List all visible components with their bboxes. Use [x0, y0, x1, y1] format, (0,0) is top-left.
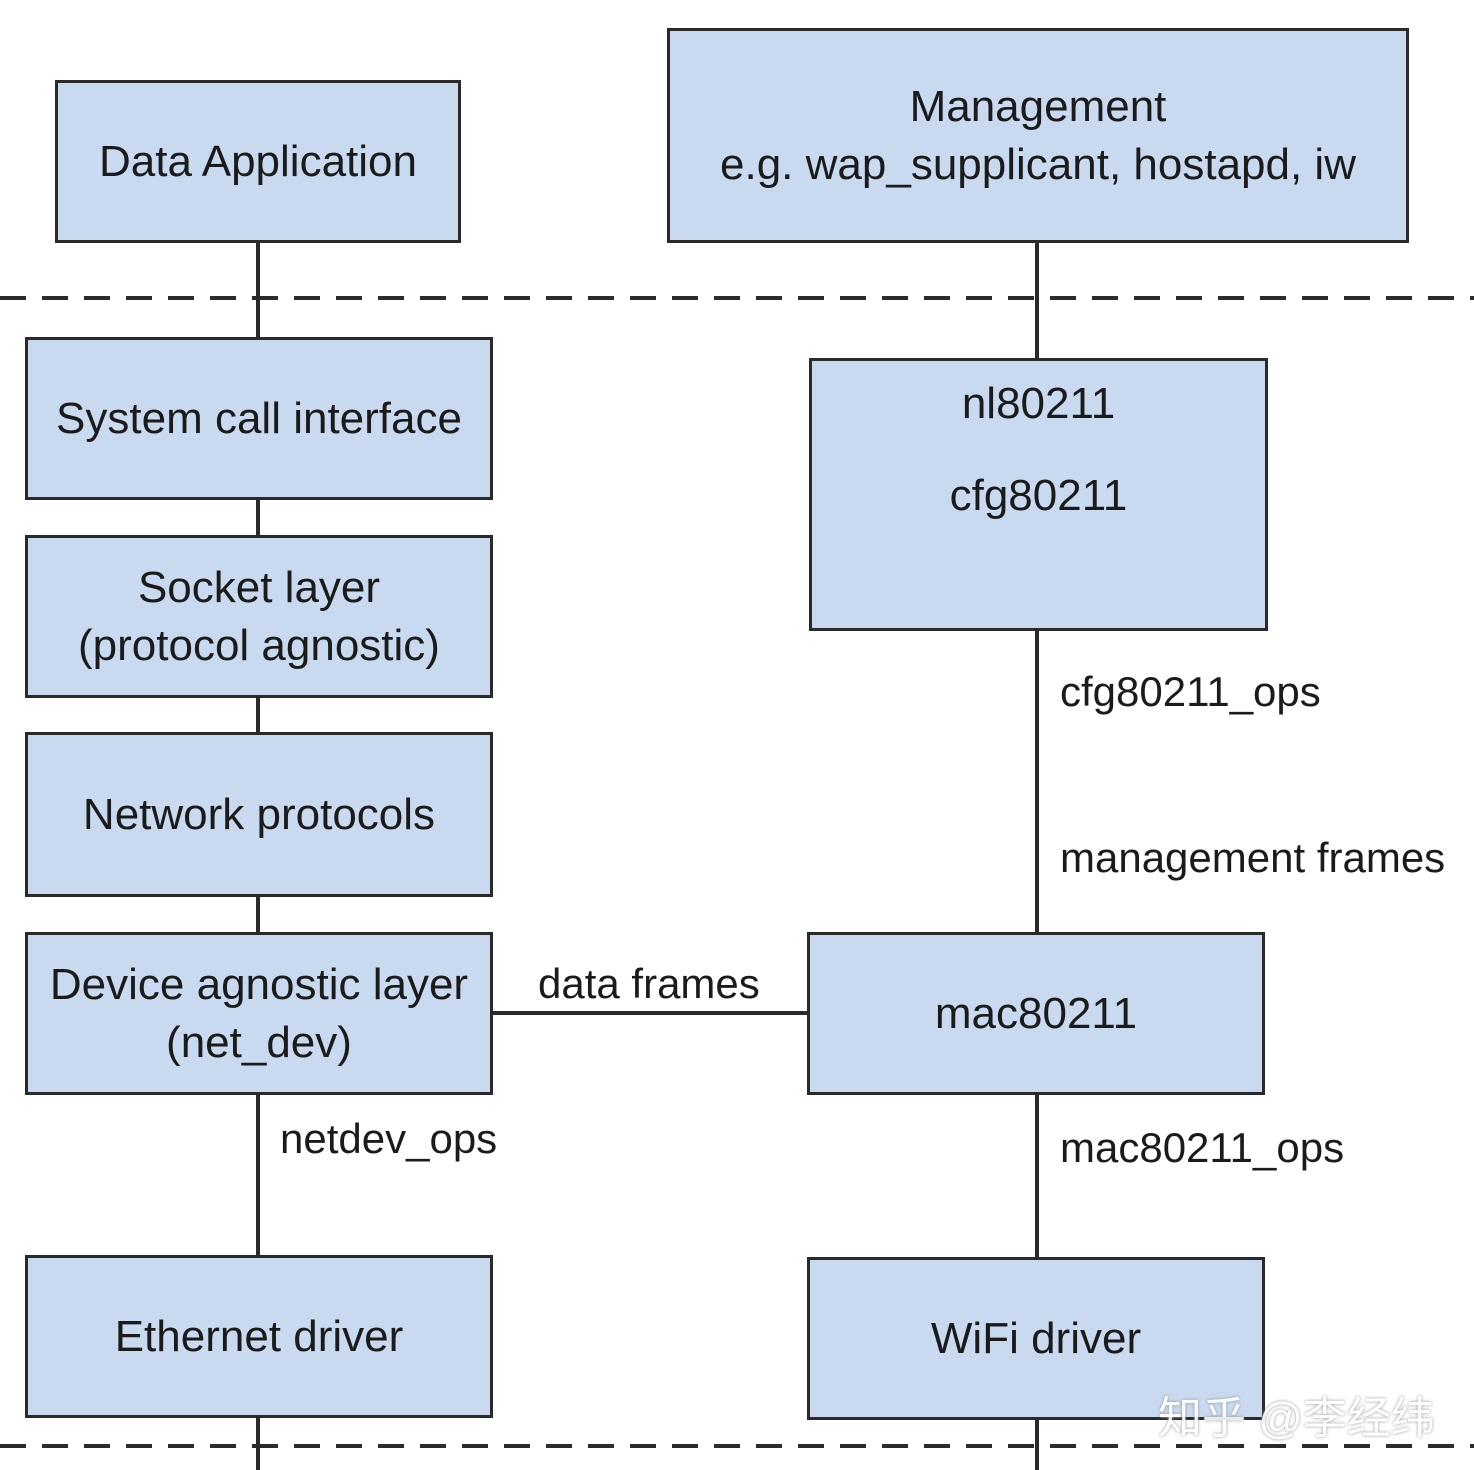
data-application-box: Data Application: [55, 80, 461, 243]
management-sublabel: e.g. wap_supplicant, hostapd, iw: [720, 139, 1356, 189]
management-frames-label: management frames: [1060, 834, 1446, 881]
data-frames-label: data frames: [538, 960, 760, 1007]
mac80211-box: mac80211: [807, 932, 1265, 1095]
nl80211-label: nl80211: [961, 379, 1116, 428]
nl80211-cfg80211-box: nl80211 cfg80211: [809, 358, 1268, 631]
netdev-ops-label: netdev_ops: [280, 1115, 498, 1162]
mac80211-ops-label: mac80211_ops: [1060, 1124, 1345, 1171]
device-agnostic-layer-box: Device agnostic layer (net_dev): [25, 932, 493, 1095]
zhihu-watermark: 知乎 @李经纬: [1158, 1394, 1435, 1443]
system-call-interface-box: System call interface: [25, 337, 493, 500]
socket-layer-label: Socket layer: [137, 562, 381, 612]
wifi-driver-box: WiFi driver: [807, 1257, 1265, 1420]
network-protocols-box: Network protocols: [25, 732, 493, 897]
device-agnostic-layer-label: Device agnostic layer: [49, 959, 469, 1009]
wifi-driver-label: WiFi driver: [930, 1313, 1142, 1363]
ethernet-driver-label: Ethernet driver: [114, 1311, 404, 1361]
management-label: Management: [909, 81, 1167, 131]
system-call-interface-label: System call interface: [56, 393, 462, 443]
data-application-label: Data Application: [99, 136, 417, 186]
mac80211-label: mac80211: [934, 988, 1138, 1038]
management-box: Management e.g. wap_supplicant, hostapd,…: [667, 28, 1409, 243]
cfg80211-label: cfg80211: [949, 471, 1128, 520]
socket-layer-sublabel: (protocol agnostic): [78, 620, 440, 670]
network-protocols-label: Network protocols: [82, 789, 436, 839]
device-agnostic-layer-sublabel: (net_dev): [166, 1017, 352, 1067]
cfg80211-ops-label: cfg80211_ops: [1060, 668, 1321, 715]
socket-layer-box: Socket layer (protocol agnostic): [25, 535, 493, 698]
ethernet-driver-box: Ethernet driver: [25, 1255, 493, 1418]
